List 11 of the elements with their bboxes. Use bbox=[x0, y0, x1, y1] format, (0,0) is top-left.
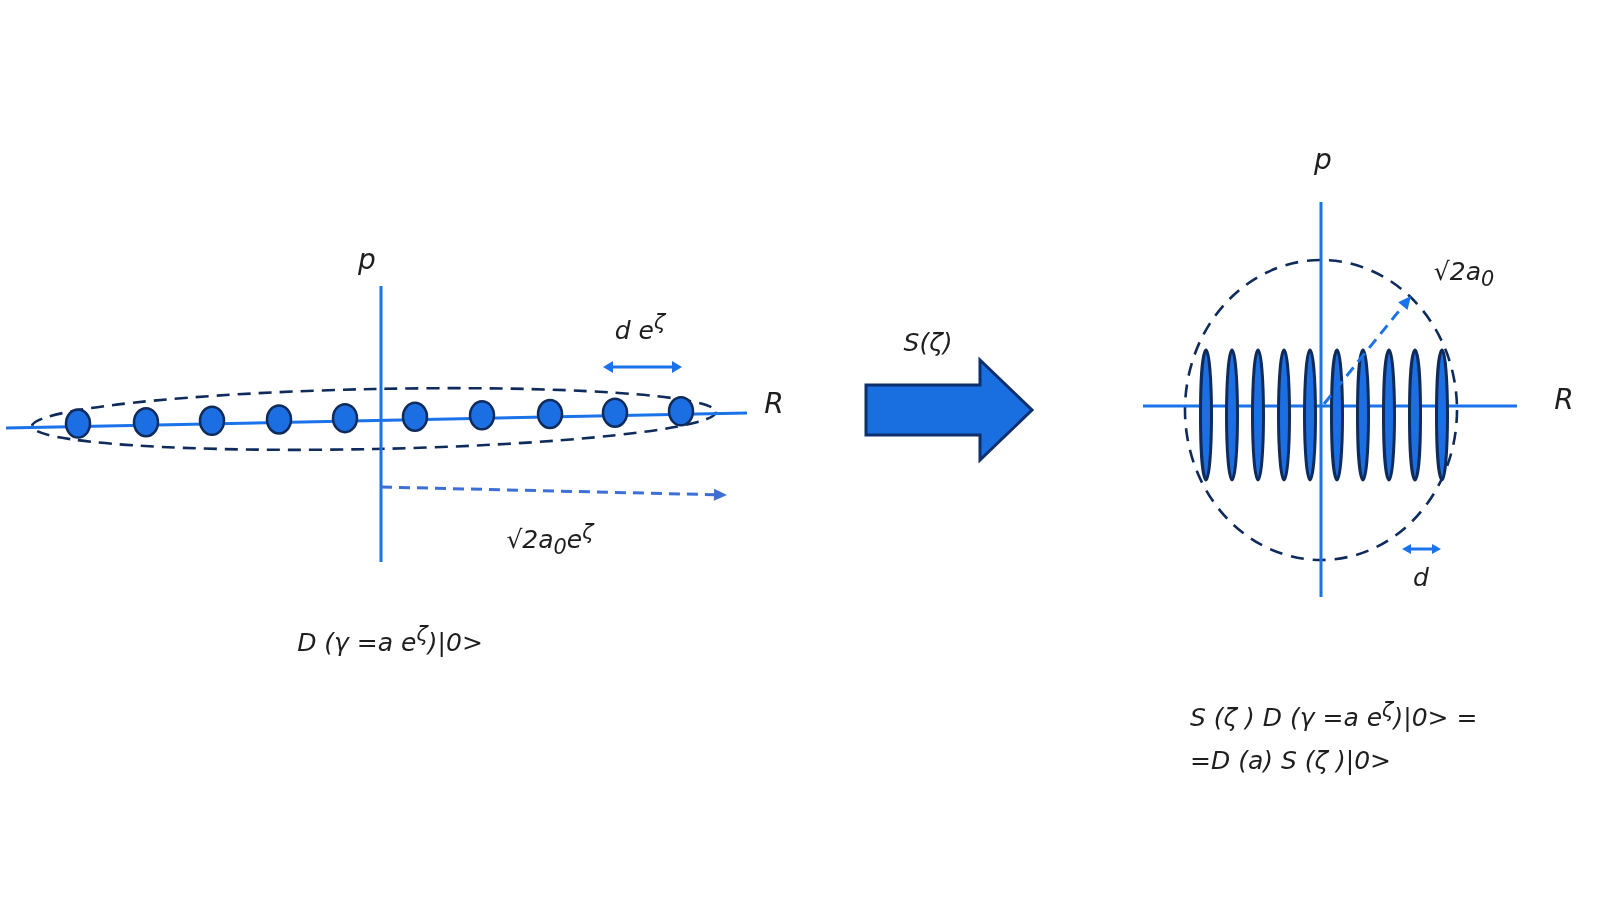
block-arrow bbox=[864, 356, 1035, 464]
axis-label: R bbox=[764, 387, 784, 421]
formula-text: S (ζ ) D (γ =a e$^{ζ}$)|0> = =D (a) S (ζ )|0> bbox=[1190, 697, 1479, 777]
dimension-label: √2a$_{0}$ bbox=[1433, 256, 1495, 292]
dimension-label: d bbox=[1413, 563, 1429, 593]
axis-label: R bbox=[1554, 383, 1574, 417]
axis-label: p bbox=[358, 243, 376, 277]
formula-caption: D (γ =a e$^{ζ}$)|0> bbox=[297, 622, 483, 658]
axis-label: p bbox=[1314, 143, 1332, 177]
dimension-label: √2a$_{0}$e$^{ζ}$ bbox=[506, 519, 594, 561]
dimension-label: d e$^{ζ}$ bbox=[614, 310, 666, 346]
